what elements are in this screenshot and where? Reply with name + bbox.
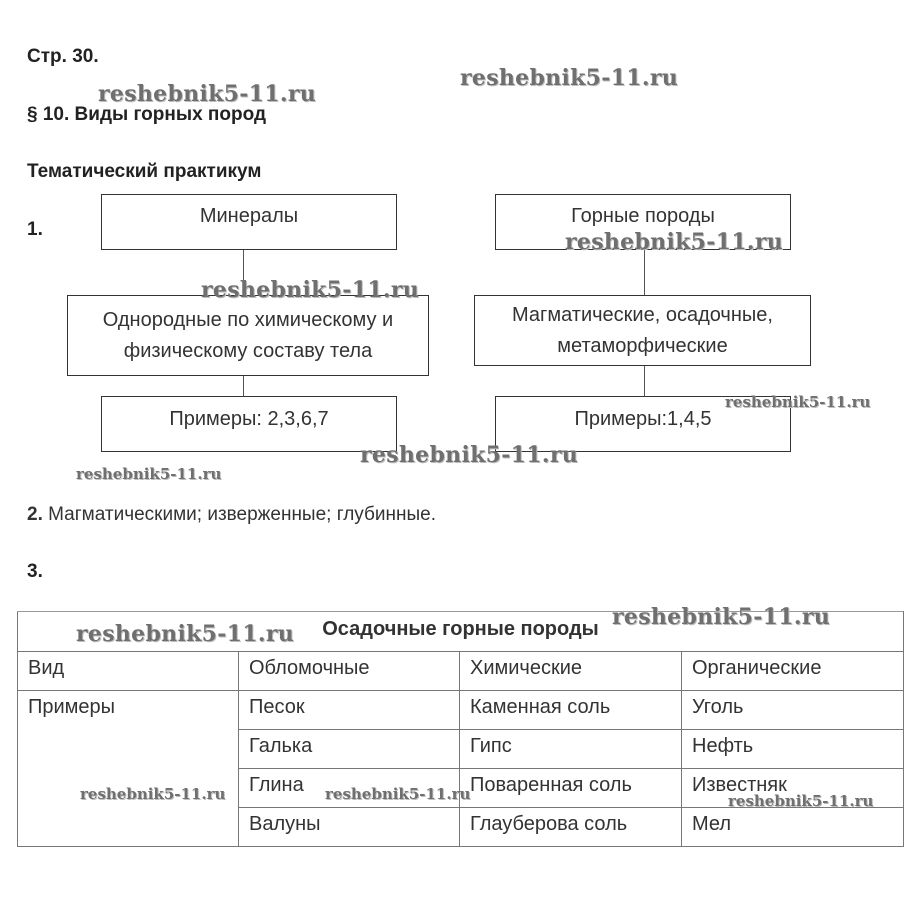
table-header-cell: Химические — [459, 651, 682, 691]
rocks-definition-box: Магматические, осадочные, метаморфически… — [474, 295, 811, 366]
connector-line — [243, 250, 244, 295]
rocks-box: Горные породы — [495, 194, 791, 250]
sedimentary-rocks-table: Осадочные горные породы Вид Обломочные Х… — [17, 611, 904, 847]
table-row: Галька Гипс Нефть — [18, 729, 904, 769]
table-header-row: Вид Обломочные Химические Органические — [17, 651, 904, 691]
table-row: Валуны Глауберова соль Мел — [18, 807, 904, 847]
table-cell: Глина — [238, 768, 460, 808]
connector-line — [644, 250, 645, 295]
rocks-examples-label: Примеры:1,4,5 — [574, 407, 712, 430]
table-caption: Осадочные горные породы — [17, 611, 904, 652]
minerals-definition-line1: Однородные по химическому и — [102, 308, 394, 331]
minerals-label: Минералы — [199, 205, 299, 227]
minerals-definition-box: Однородные по химическому и физическому … — [67, 295, 429, 376]
table-row: Глина Поваренная соль Известняк — [18, 768, 904, 808]
table-row: Примеры Песок Каменная соль Уголь — [17, 690, 904, 847]
table-cell: Песок — [238, 690, 460, 730]
table-cell: Галька — [238, 729, 460, 769]
watermark: reshebnik5-11.ru — [76, 621, 295, 647]
task2-answer: Магматическими; изверженные; глубинные. — [48, 504, 437, 525]
task3-number: 3. — [27, 561, 43, 582]
table-cell: Уголь — [681, 690, 904, 730]
connector-line — [243, 376, 244, 396]
table-cell: Мел — [681, 807, 904, 847]
table-cell: Валуны — [238, 807, 460, 847]
task2: 2. Магматическими; изверженные; глубинны… — [27, 504, 436, 526]
table-header-cell: Обломочные — [238, 651, 460, 691]
page-label: Стр. 30. — [27, 46, 99, 67]
rocks-examples-box: Примеры:1,4,5 — [495, 396, 791, 452]
rocks-label: Горные породы — [571, 205, 715, 227]
rocks-definition-line2: метаморфические — [557, 334, 728, 357]
task2-number: 2. — [27, 504, 43, 525]
minerals-examples-box: Примеры: 2,3,6,7 — [101, 396, 397, 452]
watermark: reshebnik5-11.ru — [725, 393, 871, 411]
table-cell: Известняк — [681, 768, 904, 808]
minerals-box: Минералы — [101, 194, 397, 250]
watermark: reshebnik5-11.ru — [565, 229, 784, 255]
table-cell: Гипс — [459, 729, 682, 769]
table-cell: Каменная соль — [459, 690, 682, 730]
practicum-title: Тематический практикум — [27, 161, 262, 182]
watermark: reshebnik5-11.ru — [612, 604, 831, 630]
table-header-cell: Вид — [17, 651, 239, 691]
minerals-examples-label: Примеры: 2,3,6,7 — [169, 407, 329, 430]
rocks-definition-line1: Магматические, осадочные, — [512, 303, 773, 326]
section-title: § 10. Виды горных пород — [27, 104, 267, 125]
watermark: reshebnik5-11.ru — [360, 442, 579, 468]
table-caption-row: Осадочные горные породы — [17, 611, 904, 652]
watermark: reshebnik5-11.ru — [76, 465, 222, 483]
table-row-label: Примеры — [17, 690, 239, 847]
connector-line — [644, 366, 645, 396]
watermark: reshebnik5-11.ru — [201, 277, 420, 303]
table-header-cell: Органические — [681, 651, 904, 691]
watermark: reshebnik5-11.ru — [80, 785, 226, 803]
table-cell: Глауберова соль — [459, 807, 682, 847]
watermark: reshebnik5-11.ru — [728, 792, 874, 810]
table-cell: Поваренная соль — [459, 768, 682, 808]
task1-number: 1. — [27, 219, 43, 240]
watermark: reshebnik5-11.ru — [460, 65, 679, 91]
table-cell: Нефть — [681, 729, 904, 769]
minerals-definition-line2: физическому составу тела — [123, 339, 373, 362]
watermark: reshebnik5-11.ru — [325, 785, 471, 803]
watermark: reshebnik5-11.ru — [98, 81, 317, 107]
